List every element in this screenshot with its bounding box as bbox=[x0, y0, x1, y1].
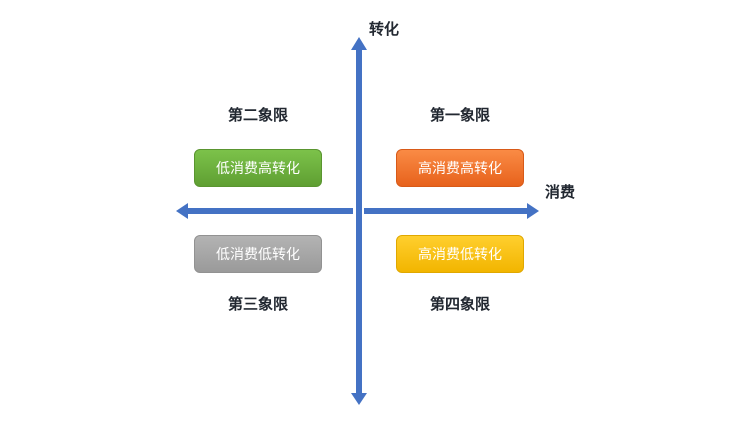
quadrant-1-title: 第一象限 bbox=[429, 106, 491, 124]
quadrant-4-box: 高消费低转化 bbox=[396, 235, 524, 273]
quadrant-4-title: 第四象限 bbox=[429, 295, 491, 313]
y-axis-label: 转化 bbox=[369, 20, 400, 38]
quadrant-2-box: 低消费高转化 bbox=[194, 149, 322, 187]
right-arrowhead bbox=[527, 203, 539, 219]
quadrant-2-title: 第二象限 bbox=[227, 106, 289, 124]
quadrant-3-title: 第三象限 bbox=[227, 295, 289, 313]
horizontal-axis-left bbox=[186, 208, 353, 214]
x-axis-label: 消费 bbox=[545, 183, 576, 201]
quadrant-1-box: 高消费高转化 bbox=[396, 149, 524, 187]
vertical-axis bbox=[356, 48, 362, 396]
left-arrowhead bbox=[176, 203, 188, 219]
up-arrowhead bbox=[351, 37, 367, 50]
quadrant-3-box: 低消费低转化 bbox=[194, 235, 322, 273]
horizontal-axis-right bbox=[364, 208, 528, 214]
down-arrowhead bbox=[351, 393, 367, 405]
